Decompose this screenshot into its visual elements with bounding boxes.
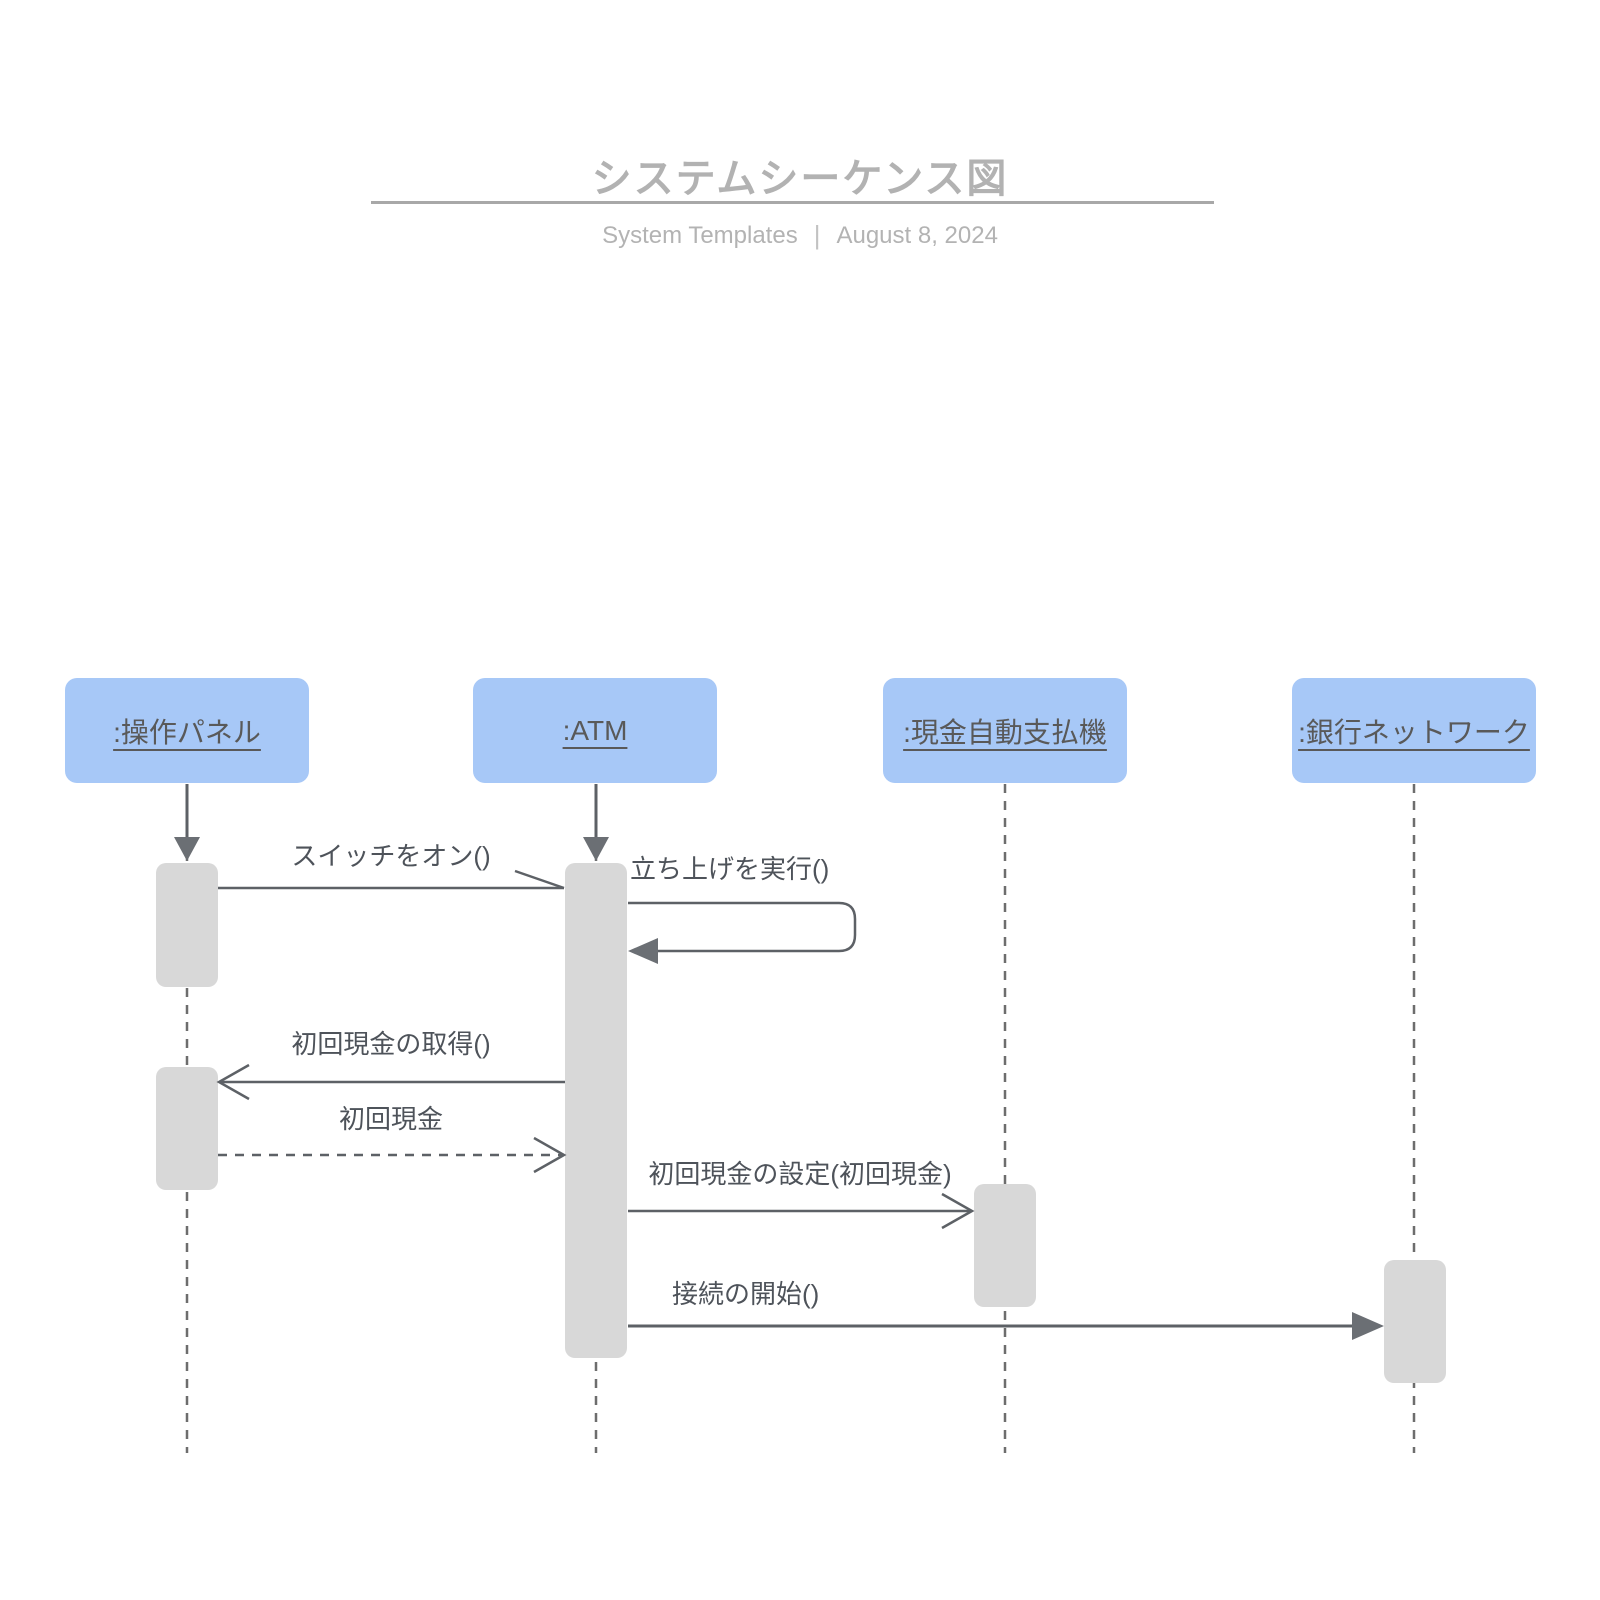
message-label-startup-self: 立ち上げを実行() (630, 854, 830, 884)
message-arrow-switch-on (218, 869, 565, 890)
actor-label-bank-network: :銀行ネットワーク (1298, 716, 1530, 748)
page-title: システムシーケンス図 (591, 157, 1009, 201)
actor-box-cash-dispenser: :現金自動支払機 (883, 678, 1127, 783)
subtitle-date: August 8, 2024 (836, 221, 998, 249)
message-label-switch-on: スイッチをオン() (291, 841, 491, 871)
message-label-get-cash: 初回現金の取得() (291, 1029, 491, 1059)
actor-box-atm: :ATM (473, 678, 717, 783)
message-label-initial-cash-return: 初回現金 (338, 1104, 444, 1134)
message-arrow-get-cash (216, 1063, 565, 1101)
actor-box-bank-network: :銀行ネットワーク (1292, 678, 1536, 783)
start-arrow-atm (583, 784, 609, 861)
message-arrow-set-cash (628, 1192, 975, 1230)
message-label-set-cash: 初回現金の設定(初回現金) (648, 1159, 952, 1189)
activation-network (1384, 1260, 1446, 1383)
message-arrow-initial-cash-return (218, 1136, 567, 1174)
activation-panel-2 (156, 1067, 218, 1190)
subtitle-separator: | (813, 220, 821, 250)
start-arrow-panel (174, 784, 200, 861)
actor-label-atm: :ATM (562, 714, 628, 746)
actor-label-operation-panel: :操作パネル (113, 716, 261, 748)
message-arrow-start-connection (628, 1312, 1384, 1340)
activation-panel-1 (156, 863, 218, 987)
page-subtitle: System Templates | August 8, 2024 (0, 220, 1600, 251)
message-arrow-startup-self (628, 901, 857, 964)
message-label-start-connection: 接続の開始() (672, 1279, 820, 1309)
subtitle-source: System Templates (602, 221, 798, 249)
actor-label-cash-dispenser: :現金自動支払機 (903, 716, 1107, 748)
actor-box-operation-panel: :操作パネル (65, 678, 309, 783)
title-rule (371, 201, 1214, 204)
activation-dispenser (974, 1184, 1036, 1307)
activation-atm (565, 863, 627, 1358)
